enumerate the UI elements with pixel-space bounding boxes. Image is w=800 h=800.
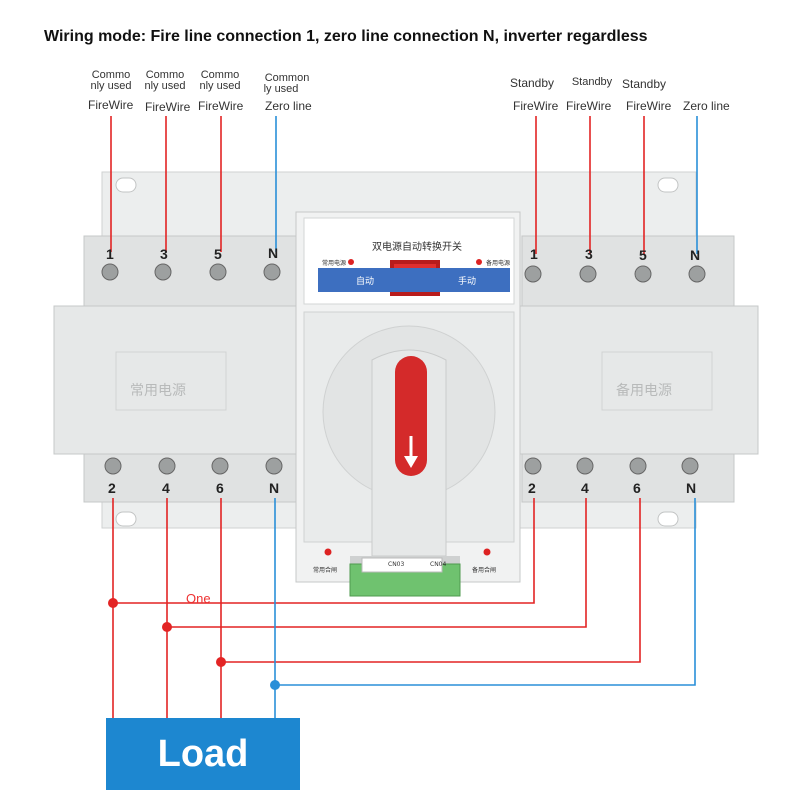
mode-panel: 自动 手动 (318, 268, 510, 292)
terminal-top-3: 3 (160, 246, 168, 262)
right-label-4-kind: Zero line (683, 99, 730, 113)
mode-auto-label: 自动 (356, 277, 375, 287)
left-label-2-line2: nly used (144, 80, 186, 92)
terminal-top-5b: 5 (639, 247, 647, 263)
junction-dots (108, 598, 280, 690)
panel-right-small: 备用电源 (486, 260, 511, 267)
left-label-3-line1: Commo (200, 69, 240, 81)
left-label-3-kind: FireWire (198, 99, 244, 113)
terminal-bottom-2b: 2 (528, 480, 536, 496)
terminal-bottom-6b: 6 (633, 480, 641, 496)
terminal-top-1: 1 (106, 246, 114, 262)
right-module-text: 备用电源 (616, 383, 672, 399)
device-label: 双电源自动转换开关 (372, 242, 462, 253)
screw-terminal-icon (101, 263, 706, 475)
mode-manual-label: 手动 (458, 277, 477, 287)
terminal-top-5: 5 (214, 246, 222, 262)
left-label-3-line2: nly used (199, 80, 241, 92)
right-label-1-kind: FireWire (513, 99, 559, 113)
connector-label-2: CN04 (430, 561, 447, 568)
left-label-2-kind: FireWire (145, 100, 191, 114)
left-label-4-kind: Zero line (265, 99, 312, 113)
terminal-top-3b: 3 (585, 246, 593, 262)
left-label-4-line2: ly used (263, 83, 299, 95)
connector-label-1: CN03 (388, 561, 405, 568)
switch-handle-arrow-icon (404, 436, 418, 468)
bottom-right-small: 备用合闸 (472, 567, 497, 574)
terminal-top-1b: 1 (530, 246, 538, 262)
right-label-3-line1: Standby (622, 77, 667, 91)
right-label-2-kind: FireWire (566, 99, 612, 113)
terminal-bottom-2: 2 (108, 480, 116, 496)
bottom-left-small: 常用合闸 (313, 567, 338, 574)
fire-wires (110, 116, 645, 718)
junction-label: One (186, 591, 211, 606)
left-label-2-line1: Commo (145, 69, 185, 81)
load-box: Load (106, 718, 300, 790)
terminal-bottom-n: N (269, 480, 280, 496)
switch-handle (395, 356, 427, 476)
left-label-1-line2: nly used (90, 80, 132, 92)
left-label-1-line1: Commo (91, 69, 131, 81)
terminal-bottom-nb: N (686, 480, 697, 496)
terminal-bottom-4: 4 (162, 480, 170, 496)
terminal-top-nb: N (690, 247, 701, 263)
terminal-top-n: N (268, 245, 279, 261)
switch-device (53, 171, 759, 597)
right-label-2-line1: Standby (571, 76, 613, 88)
right-label-1-line1: Standby (510, 76, 555, 90)
terminal-bottom-6: 6 (216, 480, 224, 496)
page-title: Wiring mode: Fire line connection 1, zer… (44, 28, 648, 45)
left-module-text: 常用电源 (130, 383, 186, 399)
terminal-bottom-4b: 4 (581, 480, 589, 496)
panel-left-small: 常用电源 (322, 260, 347, 267)
left-label-1-kind: FireWire (88, 98, 134, 112)
left-label-4-line1: Common (264, 72, 310, 84)
right-label-3-kind: FireWire (626, 99, 672, 113)
